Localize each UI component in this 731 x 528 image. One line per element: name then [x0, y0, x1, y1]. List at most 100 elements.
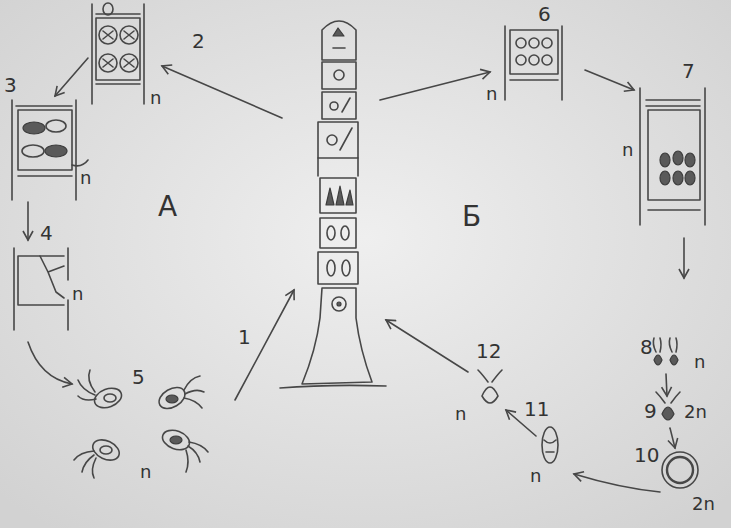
filament — [322, 21, 356, 60]
gametangium-cell — [660, 171, 670, 185]
sporangium-cell — [22, 145, 44, 157]
stage-number: 6 — [538, 3, 551, 25]
resting-zygote — [662, 452, 698, 488]
filament — [318, 252, 358, 284]
gametangium-cell — [542, 38, 552, 48]
gametes — [654, 355, 662, 365]
zoospores — [160, 427, 192, 453]
gametangium-cell — [640, 88, 705, 225]
resting-zygote — [662, 452, 698, 488]
resting-zygote — [667, 457, 693, 483]
filament — [334, 70, 344, 80]
filament — [318, 158, 358, 176]
ploidy-label: n — [622, 140, 633, 160]
gametangium-cell — [542, 55, 552, 65]
empty-cell — [40, 256, 64, 298]
ploidy-label: 2n — [684, 402, 707, 422]
filament — [322, 62, 356, 89]
sporangium-cell — [72, 160, 88, 166]
sporangium-cell — [103, 59, 113, 67]
filament — [280, 385, 386, 388]
gametangium-cell — [648, 209, 700, 211]
stage-number: 12 — [476, 340, 501, 362]
zoospore — [478, 370, 502, 382]
empty-cell — [14, 248, 68, 330]
zoospores — [186, 442, 208, 472]
filament — [341, 226, 349, 240]
cycle-arrows — [235, 290, 294, 400]
zoospore — [478, 370, 502, 403]
zoospore-cell — [544, 440, 556, 452]
sporangium-cell — [45, 145, 67, 157]
sporangium-cell — [120, 54, 138, 72]
sporangium-cell — [96, 13, 140, 15]
cycle-arrows — [666, 374, 667, 396]
gametangium-cell — [510, 79, 558, 81]
ploidy-label: n — [486, 84, 497, 104]
empty-cell — [14, 248, 68, 330]
gametangium-cell — [505, 26, 562, 100]
zoospores — [170, 436, 182, 444]
sporangium-cell — [92, 3, 144, 104]
stage-number: 2 — [192, 30, 205, 52]
ploidy-label: n — [694, 352, 705, 372]
zygote — [662, 407, 674, 420]
filament — [337, 302, 341, 306]
filament — [340, 128, 352, 150]
gametangium-cell — [529, 38, 539, 48]
cycle-arrows — [28, 342, 72, 384]
filament — [327, 226, 335, 240]
sporangium-cell — [12, 100, 76, 200]
gametangium-cell — [673, 171, 683, 185]
filament — [333, 47, 345, 49]
cycle-arrows — [55, 58, 88, 96]
zoospores — [78, 370, 96, 400]
stage-number: 11 — [524, 398, 549, 420]
sporangium-cell — [99, 54, 117, 72]
gametangium-cell — [646, 100, 700, 106]
gametangium-cell — [640, 88, 705, 225]
sporangium-cell — [103, 31, 113, 39]
zoospores — [184, 376, 204, 408]
zoospores — [100, 446, 112, 454]
ploidy-label: n — [140, 462, 151, 482]
gametangium-cell — [516, 55, 526, 65]
sporangium-cell — [18, 175, 72, 177]
filament — [342, 98, 350, 112]
zoospore-cell — [542, 427, 558, 463]
filament — [322, 92, 356, 119]
cycle-arrows — [28, 58, 684, 492]
gametangium-cell — [685, 153, 695, 167]
ploidy-label: n — [72, 284, 83, 304]
stage-number: 3 — [4, 74, 17, 96]
filament — [330, 102, 338, 110]
ploidy-label: 2n — [692, 494, 715, 514]
cycle-arrows — [683, 238, 685, 278]
stage-number: 8 — [640, 336, 653, 358]
sporangium-cell — [16, 105, 72, 107]
zoospores — [92, 385, 124, 411]
zoospores — [166, 395, 178, 403]
gametangium-cell — [660, 153, 670, 167]
filament — [342, 260, 350, 276]
cycle-arrows — [574, 474, 660, 492]
ploidy-label: n — [150, 88, 161, 108]
stage-number: 9 — [644, 400, 657, 422]
cycle-arrows — [27, 202, 29, 240]
ploidy-label: n — [530, 466, 541, 486]
zygote — [656, 392, 680, 420]
gametes — [653, 338, 677, 352]
stage-number: 5 — [132, 366, 145, 388]
filament — [320, 218, 356, 248]
filament — [320, 178, 356, 213]
filament — [318, 122, 358, 158]
cycle-arrows — [386, 320, 468, 372]
sporangium-cell — [120, 26, 138, 44]
gametangium-cell — [529, 55, 539, 65]
gametangium-cell — [510, 30, 558, 74]
filament — [327, 135, 337, 145]
zoospore — [482, 387, 498, 403]
